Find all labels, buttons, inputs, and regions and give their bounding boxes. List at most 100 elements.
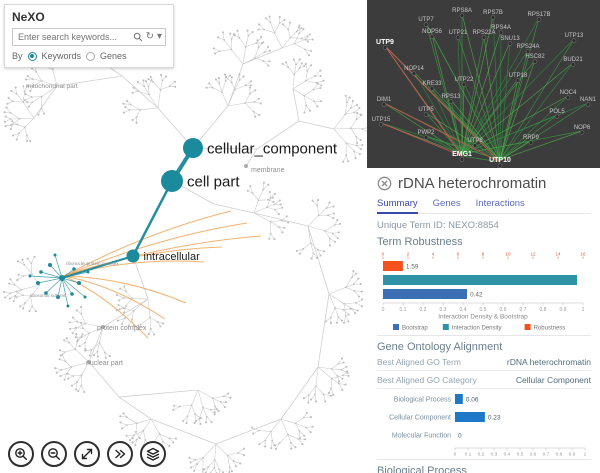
- gene-node[interactable]: [423, 135, 429, 140]
- gene-node[interactable]: [461, 82, 467, 87]
- cluster-node[interactable]: [83, 295, 87, 299]
- tab-genes[interactable]: Genes: [432, 198, 461, 209]
- radio-genes[interactable]: [86, 51, 96, 61]
- reset-icon[interactable]: ↻: [145, 31, 154, 42]
- gene-node[interactable]: [459, 157, 465, 162]
- gene-node-label[interactable]: NOP6: [574, 125, 591, 131]
- gene-node-label[interactable]: RPS22A: [472, 30, 495, 36]
- cluster-node[interactable]: [56, 295, 60, 299]
- collapse-button[interactable]: [107, 441, 133, 467]
- cluster-node[interactable]: [28, 274, 32, 278]
- cluster-node[interactable]: [86, 270, 90, 274]
- zoom-in-button[interactable]: [8, 441, 34, 467]
- gene-node-label[interactable]: NAN1: [580, 97, 597, 103]
- gene-node[interactable]: [429, 86, 435, 91]
- gene-node-label[interactable]: POL5: [549, 109, 565, 115]
- gene-node[interactable]: [481, 35, 487, 40]
- close-button[interactable]: [377, 176, 392, 191]
- gene-node-label[interactable]: UTP13: [565, 33, 584, 39]
- gene-node-label[interactable]: UTP8: [467, 138, 483, 144]
- gene-node[interactable]: [411, 71, 417, 76]
- gene-node[interactable]: [455, 35, 461, 40]
- gene-node-label[interactable]: UTP22: [455, 77, 474, 83]
- ontology-node[interactable]: [183, 138, 203, 158]
- gene-node-label[interactable]: UTP10: [489, 157, 511, 164]
- gene-node-label[interactable]: HSC82: [525, 54, 545, 60]
- gene-node[interactable]: [423, 22, 429, 27]
- cluster-node[interactable]: [44, 291, 48, 295]
- cluster-node[interactable]: [53, 253, 57, 257]
- gene-node-label[interactable]: NOC4: [560, 90, 577, 96]
- gene-node[interactable]: [507, 41, 513, 46]
- gene-node[interactable]: [378, 122, 384, 127]
- gene-node[interactable]: [448, 99, 454, 104]
- fit-view-button[interactable]: [74, 441, 100, 467]
- gene-node-label[interactable]: UTP15: [372, 117, 391, 123]
- gene-node[interactable]: [429, 34, 435, 39]
- ontology-node[interactable]: [126, 249, 140, 263]
- radio-genes-label[interactable]: Genes: [100, 51, 127, 61]
- gene-node[interactable]: [423, 112, 429, 117]
- cluster-node[interactable]: [36, 281, 40, 285]
- gene-node-label[interactable]: PWP2: [417, 130, 435, 136]
- gene-node-label[interactable]: UTP5: [418, 107, 434, 113]
- cluster-node[interactable]: [48, 263, 52, 267]
- radio-keywords-label[interactable]: Keywords: [41, 51, 82, 61]
- gene-node-label[interactable]: UTP7: [418, 17, 434, 23]
- gene-node-label[interactable]: RPS24A: [516, 44, 539, 50]
- gene-node-label[interactable]: RPS7B: [483, 10, 503, 16]
- cluster-node[interactable]: [66, 304, 70, 308]
- gene-node[interactable]: [459, 13, 465, 18]
- gene-node[interactable]: [528, 140, 534, 145]
- gene-node-label[interactable]: DIM1: [377, 97, 392, 103]
- gene-node[interactable]: [565, 95, 571, 100]
- gene-node[interactable]: [498, 30, 504, 35]
- gene-node[interactable]: [571, 38, 577, 43]
- gene-node[interactable]: [382, 45, 388, 50]
- network-edge: [463, 82, 501, 161]
- gene-node[interactable]: [536, 17, 542, 22]
- radio-keywords[interactable]: [27, 51, 37, 61]
- gene-node[interactable]: [554, 114, 560, 119]
- gene-node-label[interactable]: RPS13: [441, 94, 461, 100]
- gene-node[interactable]: [532, 59, 538, 64]
- layers-button[interactable]: [140, 441, 166, 467]
- gene-node-label[interactable]: RPS17B: [527, 12, 550, 18]
- svg-text:0.8: 0.8: [540, 307, 547, 313]
- gene-node-label[interactable]: EMG1: [452, 151, 472, 158]
- gene-node-label[interactable]: KRE33: [422, 81, 442, 87]
- cluster-node[interactable]: [39, 270, 43, 274]
- gene-node-label[interactable]: NOP14: [404, 66, 424, 72]
- gene-node[interactable]: [525, 49, 531, 54]
- ontology-node[interactable]: [161, 170, 183, 192]
- gene-node-label[interactable]: RRP9: [523, 135, 540, 141]
- gene-node[interactable]: [490, 15, 496, 20]
- zoom-out-button[interactable]: [41, 441, 67, 467]
- gene-node-label[interactable]: UTP21: [449, 30, 468, 36]
- gene-node-label[interactable]: NOP56: [422, 29, 442, 35]
- gene-node[interactable]: [579, 130, 585, 135]
- gene-node[interactable]: [515, 78, 521, 83]
- gene-node[interactable]: [497, 163, 503, 168]
- cluster-node[interactable]: [59, 275, 65, 281]
- chevron-down-icon[interactable]: ▾: [156, 31, 162, 42]
- search-input[interactable]: [16, 31, 133, 43]
- gene-node-label[interactable]: UTP9: [376, 39, 394, 46]
- cluster-node[interactable]: [77, 281, 81, 285]
- search-icon[interactable]: [133, 32, 143, 42]
- gene-node[interactable]: [472, 143, 478, 148]
- gene-node[interactable]: [585, 102, 591, 107]
- gene-node[interactable]: [570, 62, 576, 67]
- cluster-node[interactable]: [70, 292, 74, 296]
- gene-node[interactable]: [381, 102, 387, 107]
- gene-node-label[interactable]: RPS4A: [491, 25, 511, 31]
- tab-interactions[interactable]: Interactions: [475, 198, 525, 209]
- gene-node-label[interactable]: SNU13: [500, 36, 520, 42]
- gene-node-label[interactable]: UTP18: [509, 73, 528, 79]
- gene-node-label[interactable]: BUD21: [563, 57, 583, 63]
- cluster-node[interactable]: [72, 267, 76, 271]
- tab-summary[interactable]: Summary: [377, 198, 418, 214]
- gene-node-label[interactable]: RPS8A: [452, 8, 472, 14]
